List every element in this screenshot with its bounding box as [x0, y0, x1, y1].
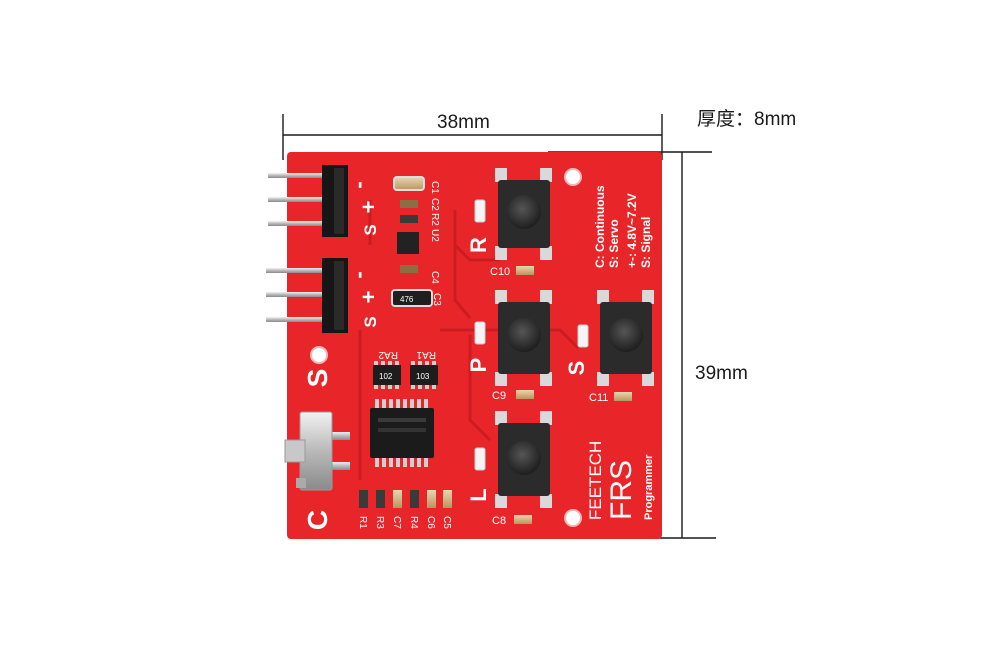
- label-c8: C8: [492, 515, 506, 527]
- pin-label-top-plus: +: [356, 201, 381, 214]
- resistor-arrays: [373, 361, 438, 389]
- label-c1: C1: [429, 181, 440, 194]
- height-dimension-label: 39mm: [695, 363, 748, 384]
- button-label-r: R: [466, 237, 491, 253]
- pin-label-bottom-minus: -: [346, 271, 371, 278]
- label-c11: C11: [589, 392, 608, 404]
- label-c3-value: 476: [400, 295, 414, 304]
- button-cap-labels: C10 C9 C8 C11: [490, 266, 608, 527]
- switch-label-c: C: [302, 510, 333, 530]
- button-label-p: P: [466, 358, 491, 373]
- legend-line-4: S: Signal: [639, 217, 653, 268]
- label-ra2-value: 102: [379, 372, 393, 381]
- label-r4: R4: [408, 516, 419, 529]
- label-c6: C6: [425, 516, 436, 529]
- brand-text: FEETECH FRS Programmer: [586, 441, 655, 520]
- thickness-label: 厚度：8mm: [697, 109, 797, 130]
- button-label-s: S: [564, 361, 589, 376]
- smd-top-labels: C1 C2 R2 U2 C4 C3 476: [400, 181, 442, 306]
- label-c2: C2: [429, 198, 440, 211]
- label-ra1: RA1: [416, 349, 436, 360]
- button-p[interactable]: [495, 290, 552, 386]
- legend-text: C: Continuous S: Servo +-: 4.8V~7.2V S: …: [593, 185, 653, 268]
- width-dimension-label: 38mm: [437, 112, 490, 133]
- button-labels: R P S L: [466, 237, 589, 502]
- pin-labels: - + S - + S: [346, 181, 381, 327]
- label-r1: R1: [357, 516, 368, 529]
- legend-line-2: S: Servo: [607, 219, 621, 268]
- button-l[interactable]: [495, 411, 552, 508]
- switch-label-s: S: [302, 369, 333, 388]
- legend-line-3: +-: 4.8V~7.2V: [625, 193, 639, 268]
- bottom-smd-row: [359, 490, 452, 508]
- pin-label-top-minus: -: [346, 181, 371, 188]
- switch-labels: S C: [302, 369, 333, 530]
- resistor-array-labels: RA2 RA1 102 103: [378, 349, 436, 381]
- label-r3: R3: [374, 516, 385, 529]
- bottom-row-labels: R1 R3 C7 R4 C6 C5: [357, 516, 452, 529]
- main-ic-chip: [370, 399, 434, 467]
- button-s[interactable]: [597, 290, 654, 386]
- label-r2: R2: [429, 213, 440, 226]
- brand-feetech: FEETECH: [586, 441, 605, 520]
- label-ra1-value: 103: [416, 372, 430, 381]
- button-side-components: [474, 199, 632, 524]
- label-ra2: RA2: [378, 349, 398, 360]
- smd-top-cluster: [391, 176, 433, 307]
- slide-switch[interactable]: [284, 411, 350, 491]
- label-u2: U2: [429, 229, 440, 242]
- legend-line-1: C: Continuous: [593, 185, 607, 268]
- label-c9: C9: [492, 390, 506, 402]
- label-c4: C4: [429, 271, 440, 284]
- button-r[interactable]: [495, 168, 552, 260]
- pin-label-top-s: S: [361, 224, 380, 235]
- label-c3: C3: [431, 293, 442, 306]
- label-c10: C10: [490, 266, 510, 278]
- brand-subtitle: Programmer: [643, 454, 655, 520]
- pin-label-bottom-plus: +: [356, 291, 381, 304]
- button-label-l: L: [466, 488, 491, 501]
- header-pins-top: [268, 165, 348, 237]
- label-c5: C5: [441, 516, 452, 529]
- pin-label-bottom-s: S: [361, 316, 380, 327]
- brand-model: FRS: [605, 460, 638, 520]
- header-pins-bottom: [266, 258, 348, 333]
- label-c7: C7: [391, 516, 402, 529]
